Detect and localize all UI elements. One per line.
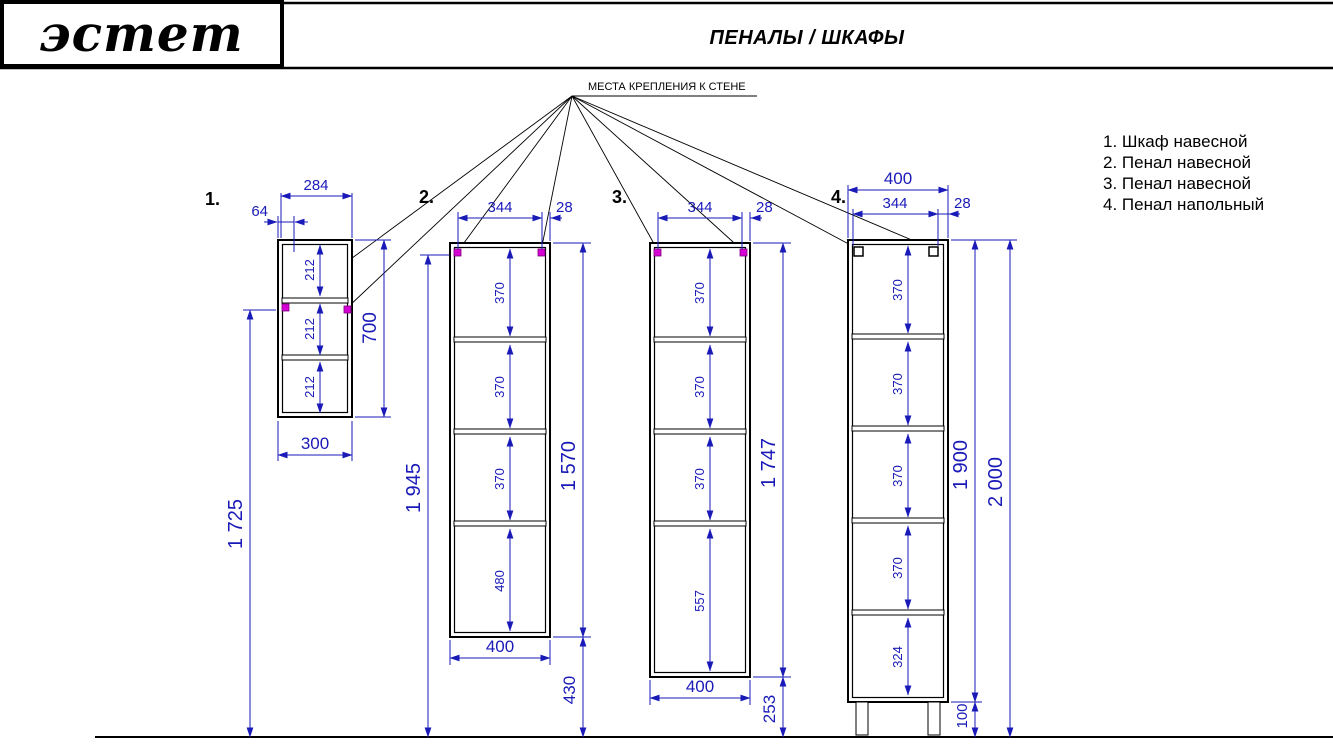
dim-label-to-floor: 1 725 [225,499,247,549]
dim-label-height: 1 900 [950,440,972,490]
page-title: ПЕНАЛЫ / ШКАФЫ [710,27,905,49]
mount-point [537,248,546,257]
legend-item-4: 4. Пенал напольный [1103,195,1264,214]
dim-label-shelf: 557 [692,590,707,612]
dim-label-below: 430 [560,676,579,704]
cabinet-4-inner-wall [851,243,945,699]
cabinet-3-outline [649,242,751,678]
cabinet-leg [855,701,869,736]
cabinet-2: 2. 344 28 370 370 370 480 1 [403,187,591,738]
cabinet-3: 3. 344 28 370 370 370 557 1 [612,187,791,738]
dim-label-shelf: 212 [302,259,317,281]
header: эстет ПЕНАЛЫ / ШКАФЫ [0,0,1333,70]
dim-label-bottom-width: 400 [686,677,714,696]
dim-label-bottom-width: 400 [486,637,514,656]
shelf-line [851,517,945,524]
dim-label-side: 28 [556,199,573,216]
mount-point [343,305,352,314]
cabinet-4-dimensions: 400 344 28 370 370 370 370 324 1 900 2 0… [847,169,1017,738]
mount-point [653,248,662,257]
shelf-line [851,609,945,616]
shelf-line [453,428,547,435]
mount-clip [928,246,939,257]
legend-item-3: 3. Пенал навесной [1103,174,1251,193]
leader-line [571,95,934,250]
dim-label-shelf: 370 [692,282,707,304]
cabinet-4: 4. 400 344 28 370 370 370 [831,169,1017,738]
dim-label-side: 28 [756,199,773,216]
cabinet-1-outline [277,239,353,418]
dim-label-side: 28 [954,195,971,212]
leader-line [457,95,573,252]
leader-line [540,95,573,252]
dim-label-shelf: 370 [890,373,905,395]
legend-item-1: 1. Шкаф навесной [1103,132,1247,151]
dim-label-shelf: 370 [890,465,905,487]
shelf-line [453,520,547,527]
dim-label-shelf: 212 [302,318,317,340]
dim-label-shelf: 370 [890,557,905,579]
cabinet-1-number: 1. [205,189,220,209]
cabinet-2-outline [449,242,551,638]
cabinet-3-dimensions: 344 28 370 370 370 557 1 747 400 253 [649,199,791,738]
shelf-line [653,336,747,343]
dim-label-height: 1 570 [558,441,580,491]
cabinet-3-number: 3. [612,187,627,207]
legend: 1. Шкаф навесной 2. Пенал навесной 3. Пе… [1103,132,1264,214]
brand-logo: эстет [38,4,243,63]
dim-label-shelf: 370 [492,282,507,304]
dim-label-bottom-width: 300 [301,434,329,453]
cabinet-2-number: 2. [419,187,434,207]
mount-point [281,303,290,312]
shelf-line [851,425,945,432]
cabinet-4-outline [847,239,949,703]
cabinet-2-inner-wall [453,246,547,634]
shelf-line [653,428,747,435]
dim-label-legs: 100 [954,703,971,728]
cabinet-2-dimensions: 344 28 370 370 370 480 1 570 1 945 400 4… [403,199,591,738]
mount-clip [853,246,864,257]
dim-label-shelf: 370 [692,376,707,398]
shelf-line [653,520,747,527]
dim-label-shelf: 480 [492,570,507,592]
leader-line [571,95,859,250]
dim-label-overall-width: 400 [884,169,912,188]
mount-point [739,248,748,257]
dim-label-overall: 1 945 [403,463,425,513]
dim-label-shelf: 212 [302,376,317,398]
dim-label-shelf: 370 [492,468,507,490]
dim-label-overall-height: 2 000 [985,457,1007,507]
dim-label-shelf: 370 [692,468,707,490]
mount-point [453,248,462,257]
dim-label-below: 253 [760,695,779,723]
shelf-line [453,336,547,343]
dim-label-shelf: 370 [492,376,507,398]
cabinet-4-number: 4. [831,187,846,207]
cabinet-1: 1. 284 64 212 212 212 700 [205,177,391,738]
cabinet-leg [927,701,941,736]
leader-line [571,95,744,252]
cabinet-1-dimensions: 284 64 212 212 212 700 300 1 725 [225,177,391,738]
legend-item-2: 2. Пенал навесной [1103,153,1251,172]
cabinet-3-inner-wall [653,246,747,674]
dim-label-top-width: 284 [303,177,328,194]
dim-label-top-width: 344 [882,195,907,212]
dim-label-top-width: 344 [487,199,512,216]
wall-mount-note: МЕСТА КРЕПЛЕНИЯ К СТЕНЕ [588,81,746,93]
dim-label-shelf: 324 [890,646,905,668]
leader-line [571,95,659,252]
dim-label-shelf: 370 [890,279,905,301]
dim-label-height: 1 747 [758,438,780,488]
shelf-line [851,333,945,340]
shelf-line [281,354,349,361]
dim-label-top-width: 344 [687,199,712,216]
logo-box [0,0,284,68]
dim-label-hinge: 64 [251,203,268,220]
shelf-line [281,297,349,304]
cabinet-1-inner-wall [281,243,349,414]
dim-label-height: 700 [360,312,381,344]
